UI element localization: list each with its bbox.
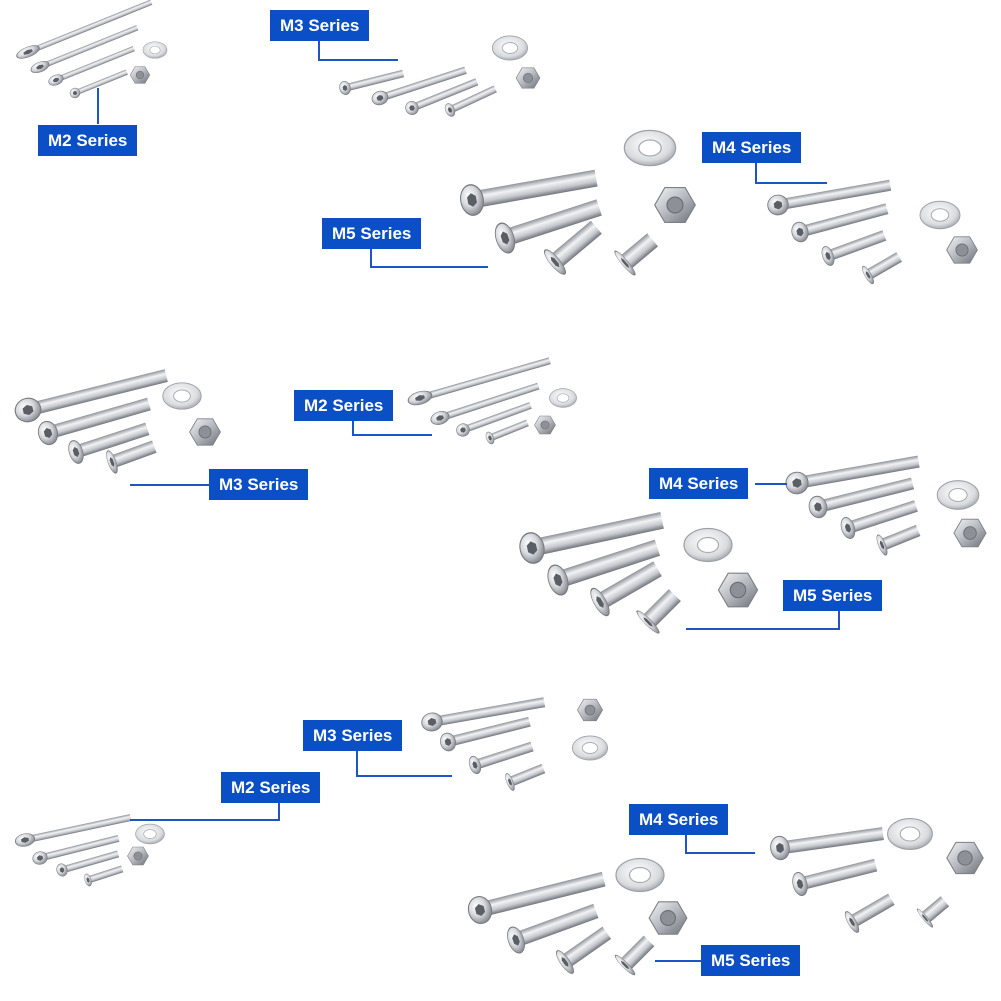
m3-button-screws — [337, 35, 541, 119]
m4-series-label-row3: M4 Series — [629, 804, 729, 835]
m3-series-label-row3: M3 Series — [303, 720, 403, 751]
m5-countersunk-screws — [464, 857, 688, 978]
m5-leader-line-v — [370, 249, 372, 267]
m2-row3-leader-v — [278, 803, 280, 820]
m3-row3-leader-v — [356, 751, 358, 776]
m5-series-label-row2: M5 Series — [783, 580, 883, 611]
m5-row3-leader-h — [655, 960, 702, 962]
m4-row3-leader-h — [685, 852, 755, 854]
m4-row2-leader-h — [755, 483, 787, 485]
m2-countersunk-screws — [13, 810, 165, 888]
m5-series-label-row3: M5 Series — [701, 945, 801, 976]
m2-row3-leader-h — [130, 819, 280, 821]
m3-socket-cap-screws — [12, 363, 221, 475]
m4-leader-line-v — [755, 163, 757, 183]
m3-series-label-row1: M3 Series — [270, 10, 370, 41]
m2-series-label-row1: M2 Series — [38, 125, 138, 156]
m3-row3-leader-h — [356, 775, 452, 777]
m5-leader-line-h — [370, 266, 488, 268]
m3-leader-line-h — [318, 59, 398, 61]
m2-socket-cap-screws — [405, 354, 577, 446]
m2-row2-leader-h — [352, 434, 432, 436]
m3-series-label-row2: M3 Series — [209, 469, 309, 500]
m2-series-label-row3: M2 Series — [221, 772, 321, 803]
m4-countersunk-screws — [768, 818, 984, 935]
m4-socket-cap-screws — [783, 450, 987, 557]
m2-button-screws — [14, 0, 168, 100]
m4-button-screws — [765, 174, 978, 286]
m4-series-label-row2: M4 Series — [649, 468, 749, 499]
m2-series-label-row2: M2 Series — [294, 390, 394, 421]
m2-row2-leader-v — [352, 421, 354, 435]
m5-series-label-row1: M5 Series — [322, 218, 422, 249]
m2-leader-line — [97, 88, 99, 124]
m4-leader-line-h — [755, 182, 827, 184]
m5-row2-leader-h — [686, 628, 840, 630]
m4-series-label-row1: M4 Series — [702, 132, 802, 163]
m3-row2-leader-h — [130, 484, 210, 486]
m5-socket-cap-screws — [516, 504, 759, 636]
m3-leader-line-v — [318, 41, 320, 60]
m5-button-screws — [457, 129, 696, 278]
m4-row3-leader-v — [685, 835, 687, 853]
m5-row2-leader-v — [838, 611, 840, 629]
